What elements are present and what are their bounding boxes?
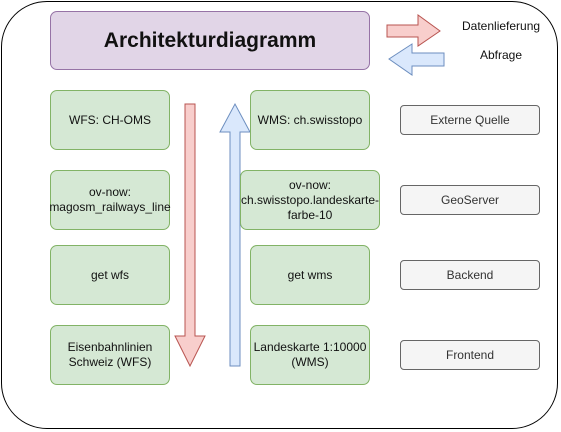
diagram-title-text: Architekturdiagramm	[103, 28, 317, 52]
layer-externe-quelle: Externe Quelle	[400, 105, 540, 135]
layer-frontend: Frontend	[400, 340, 540, 370]
legend-query-label: Abfrage	[480, 48, 523, 62]
legend-delivery-arrow	[386, 14, 441, 47]
wms-source-node: WMS: ch.swisstopo	[250, 90, 370, 150]
up-flow-arrow	[219, 102, 251, 367]
down-flow-arrow	[174, 103, 206, 368]
layer-backend: Backend	[400, 260, 540, 290]
legend-delivery-label: Datenlieferung	[462, 19, 541, 33]
wfs-frontend-node: Eisenbahnlinien Schweiz (WFS)	[50, 325, 170, 385]
wfs-backend-node: get wfs	[50, 245, 170, 305]
wfs-geoserver-node: ov-now: magosm_railways_line	[49, 170, 171, 230]
wms-backend-node: get wms	[250, 245, 370, 305]
wfs-source-node: WFS: CH-OMS	[50, 90, 170, 150]
wms-frontend-node: Landeskarte 1:10000 (WMS)	[250, 325, 370, 385]
legend-query-arrow	[388, 43, 445, 76]
layer-geoserver: GeoServer	[400, 185, 540, 215]
wms-geoserver-node: ov-now: ch.swisstopo.landeskarte-farbe-1…	[240, 170, 380, 230]
diagram-title: Architekturdiagramm	[50, 11, 370, 70]
